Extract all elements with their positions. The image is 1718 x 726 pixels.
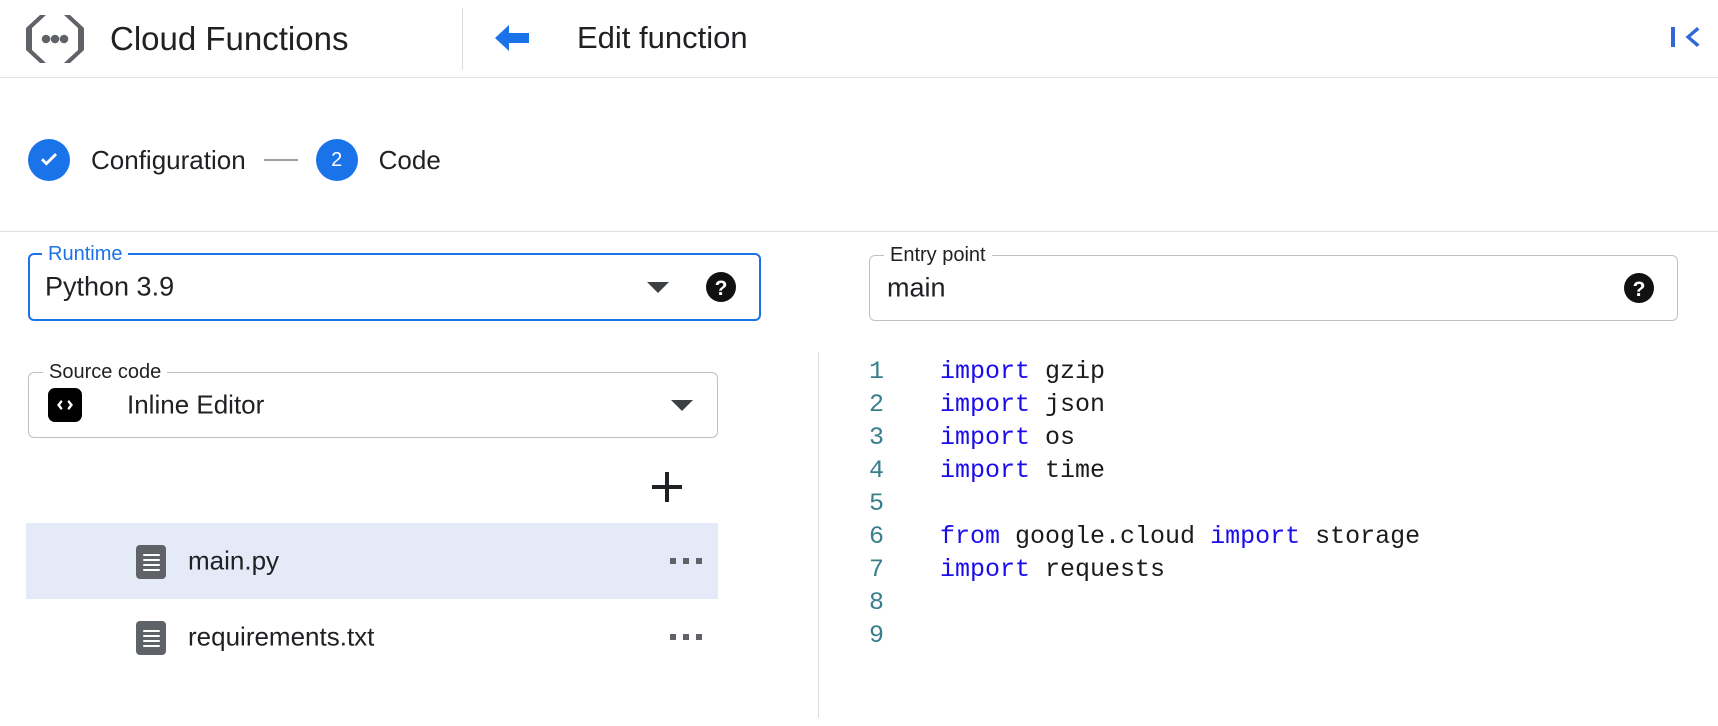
code-line-number: 8 [868, 588, 884, 617]
code-line-text: import gzip [940, 357, 1105, 386]
help-icon[interactable]: ? [1623, 272, 1655, 309]
code-line: 5 [830, 487, 1710, 520]
file-icon [136, 621, 166, 655]
code-line-text: import requests [940, 555, 1165, 584]
code-editor[interactable]: 1 import gzip 2 import json 3 import os 4 impor… [830, 355, 1710, 720]
code-line: 2 import json [830, 388, 1710, 421]
stepper: Configuration 2 Code [28, 139, 441, 181]
file-list-item-main-py[interactable]: main.py [26, 523, 718, 599]
runtime-select[interactable]: Runtime Python 3.9 ? [28, 242, 761, 321]
code-token: import [940, 423, 1031, 452]
code-brackets-icon [48, 388, 82, 422]
plus-icon-vertical [665, 472, 669, 502]
app-header: Cloud Functions Edit function [0, 0, 1718, 78]
svg-text:?: ? [715, 277, 728, 300]
code-token: import [940, 390, 1031, 419]
stepper-step-code-label[interactable]: Code [378, 144, 441, 175]
code-token: import [1210, 522, 1301, 551]
code-token: google.cloud [1000, 522, 1211, 551]
entry-point-input[interactable]: Entry point main ? [869, 243, 1678, 321]
file-name: requirements.txt [188, 621, 375, 652]
code-line-number: 2 [868, 390, 884, 419]
code-token: import [940, 357, 1031, 386]
code-line: 3 import os [830, 421, 1710, 454]
cloud-functions-logo-icon [24, 12, 86, 66]
source-code-label: Source code [43, 360, 168, 384]
code-line-number: 6 [868, 522, 884, 551]
stepper-step-configuration-label[interactable]: Configuration [91, 144, 246, 175]
code-token: from [940, 522, 1001, 551]
file-list-item-requirements-txt[interactable]: requirements.txt [26, 599, 718, 675]
code-line-text: import time [940, 456, 1105, 485]
file-icon [136, 545, 166, 579]
code-token: import [940, 555, 1031, 584]
stepper-step-configuration-marker[interactable] [28, 139, 70, 181]
code-token: storage [1300, 522, 1421, 551]
brand-title: Cloud Functions [110, 20, 349, 57]
entry-point-value: main [887, 272, 946, 303]
code-line: 7 import requests [830, 553, 1710, 586]
code-token: requests [1030, 555, 1166, 584]
code-line-number: 1 [868, 357, 884, 386]
code-line: 6 from google.cloud import storage [830, 520, 1710, 553]
code-token: time [1030, 456, 1106, 485]
more-options-icon[interactable] [670, 634, 702, 640]
code-token: json [1030, 390, 1106, 419]
code-line-number: 7 [868, 555, 884, 584]
stepper-connector [263, 159, 298, 161]
code-line-text: import os [940, 423, 1075, 452]
more-options-icon[interactable] [670, 558, 702, 564]
code-line-text: import json [940, 390, 1105, 419]
file-name: main.py [188, 545, 280, 576]
source-code-select[interactable]: Source code Inline Editor [28, 360, 718, 438]
editor-divider [818, 352, 819, 718]
collapse-panel-icon[interactable] [1668, 20, 1702, 54]
help-icon[interactable]: ? [705, 271, 737, 308]
code-line-number: 3 [868, 423, 884, 452]
source-code-value: Inline Editor [127, 389, 265, 420]
entry-point-label: Entry point [884, 243, 992, 267]
code-line-number: 5 [868, 489, 884, 518]
file-list: main.py requirements.txt [26, 523, 786, 675]
stepper-band: Configuration 2 Code [0, 78, 1718, 232]
header-divider [462, 8, 463, 70]
runtime-label: Runtime [42, 242, 129, 266]
code-line-number: 4 [868, 456, 884, 485]
code-line: 1 import gzip [830, 355, 1710, 388]
add-file-button[interactable] [646, 466, 688, 508]
code-token: os [1030, 423, 1076, 452]
stepper-step-code-marker[interactable]: 2 [315, 139, 358, 181]
code-line: 8 [830, 586, 1710, 619]
back-arrow-icon[interactable] [487, 16, 535, 60]
svg-text:?: ? [1633, 278, 1646, 301]
chevron-down-icon[interactable] [647, 282, 669, 293]
chevron-down-icon[interactable] [671, 400, 693, 411]
code-line-number: 9 [868, 621, 884, 650]
page-title: Edit function [577, 20, 748, 55]
runtime-value: Python 3.9 [45, 271, 175, 302]
code-line: 4 import time [830, 454, 1710, 487]
code-token: import [940, 456, 1031, 485]
code-line-text: from google.cloud import storage [940, 522, 1420, 551]
code-token: gzip [1030, 357, 1106, 386]
code-line: 9 [830, 619, 1710, 652]
